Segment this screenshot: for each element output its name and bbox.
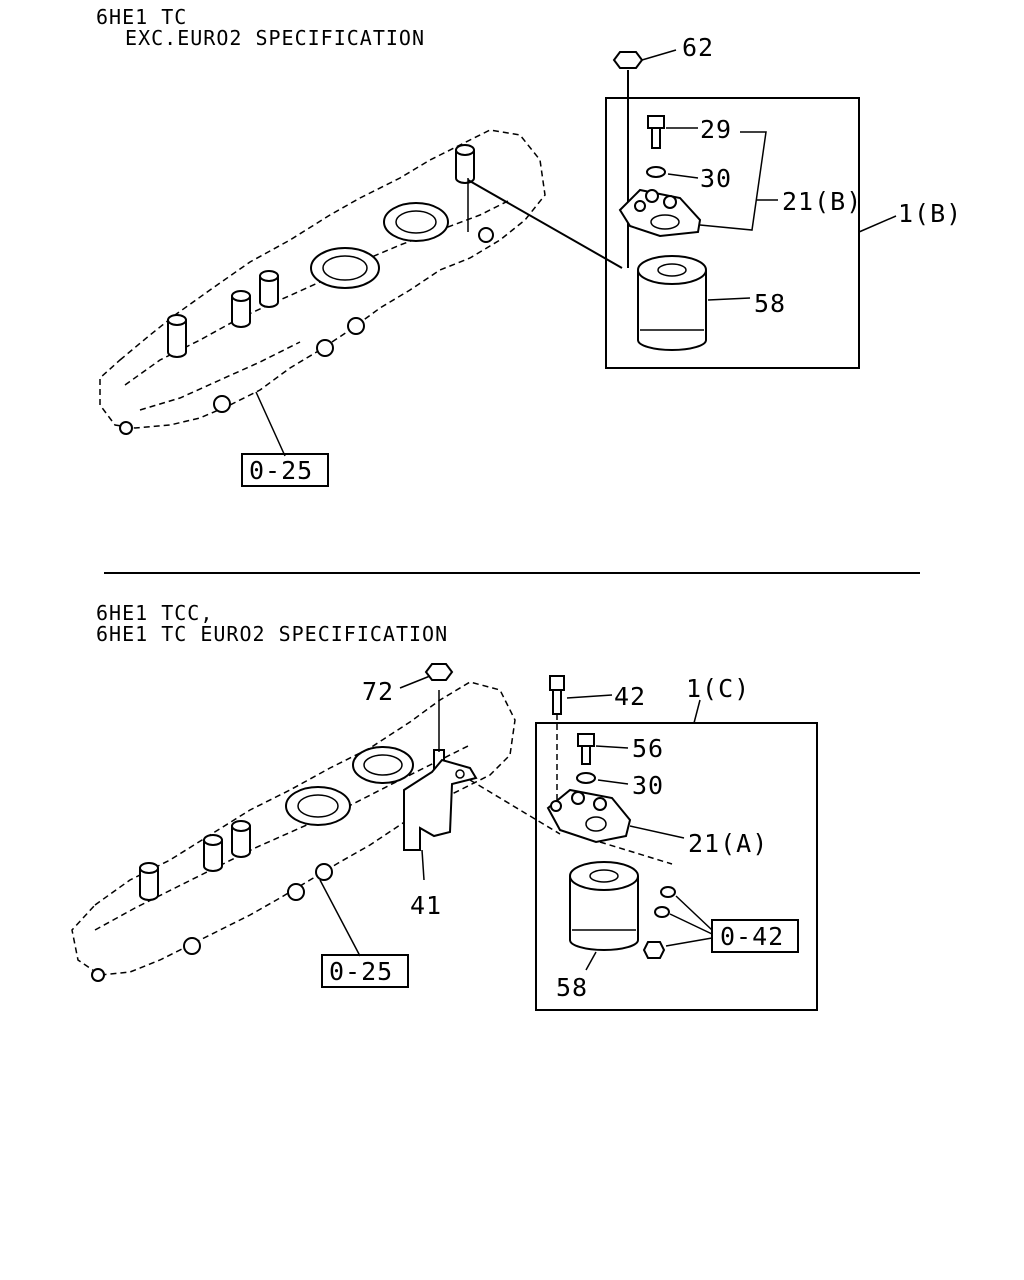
ref-box-0-25-top <box>241 453 329 487</box>
section-bottom-header-line2: 6HE1 TC EURO2 SPECIFICATION <box>96 622 448 646</box>
callout-58-top: 58 <box>754 289 786 318</box>
callout-29: 29 <box>700 115 732 144</box>
callout-41: 41 <box>410 891 442 920</box>
section-bottom-header-line1: 6HE1 TCC, <box>96 601 213 625</box>
callout-58-bottom: 58 <box>556 973 588 1002</box>
ref-0-25-top: 0-25 <box>249 456 313 485</box>
washer-30-bottom <box>576 772 629 785</box>
callout-42: 42 <box>614 682 646 711</box>
oil-filter-58 <box>637 255 751 351</box>
filter-head-21b <box>618 188 702 238</box>
exhaust-manifold-bottom <box>71 681 516 982</box>
section-top: 6HE1 TC EXC.EURO2 SPECIFICATION <box>96 5 962 487</box>
callout-62: 62 <box>682 33 714 62</box>
ref-box-0-42 <box>711 919 799 953</box>
bracket-41 <box>403 758 478 881</box>
callout-56: 56 <box>632 734 664 763</box>
exhaust-manifold-top <box>99 129 546 435</box>
assembly-box-1c <box>535 722 818 1011</box>
nut-62 <box>612 49 677 69</box>
oil-filter-58-bottom <box>569 861 639 971</box>
section-bottom: 6HE1 TCC, 6HE1 TC EURO2 SPECIFICATION <box>71 601 818 1011</box>
callout-1b: 1(B) <box>898 199 962 228</box>
section-top-header-line2: EXC.EURO2 SPECIFICATION <box>112 26 425 50</box>
nut-72 <box>399 663 454 689</box>
washer-30 <box>646 166 699 179</box>
callout-72: 72 <box>362 677 394 706</box>
callout-21b: 21(B) <box>782 187 862 216</box>
bolt-56 <box>577 733 629 765</box>
bolt-29 <box>647 115 698 149</box>
filter-head-21a <box>546 788 685 844</box>
callout-30: 30 <box>700 164 732 193</box>
callout-1c: 1(C) <box>686 674 750 703</box>
callout-21a: 21(A) <box>688 829 768 858</box>
bracket-hardware <box>599 841 713 959</box>
ref-0-42: 0-42 <box>720 922 784 951</box>
ref-box-0-25-bottom <box>321 954 409 988</box>
ref-0-25-bottom: 0-25 <box>329 957 393 986</box>
bolt-42 <box>549 675 613 808</box>
assembly-box-1b <box>605 97 860 369</box>
callout-30-bottom: 30 <box>632 771 664 800</box>
section-top-header-line1: 6HE1 TC <box>96 5 187 29</box>
